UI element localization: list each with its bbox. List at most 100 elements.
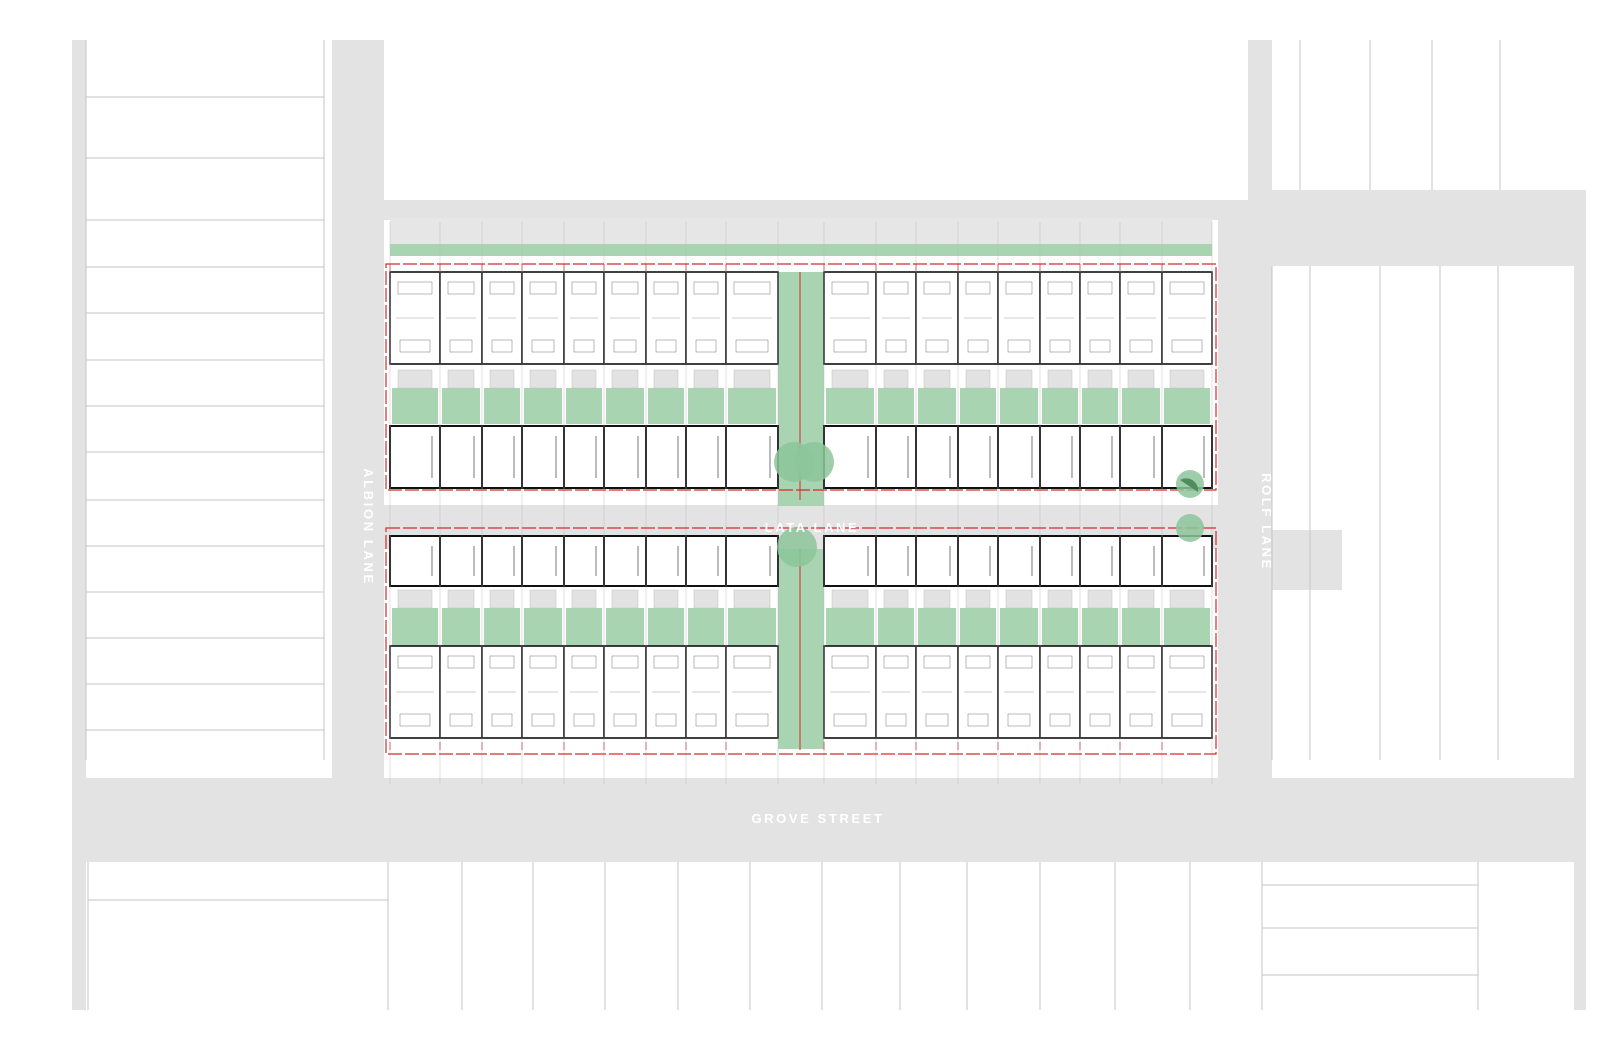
terrace: [883, 369, 909, 389]
courtyard-garden: [688, 608, 724, 646]
lane-studio: [915, 535, 959, 587]
terrace: [693, 369, 719, 389]
courtyard-garden: [524, 608, 562, 646]
courtyard-garden: [1082, 608, 1118, 646]
furniture: [449, 339, 473, 353]
terrace: [1127, 369, 1155, 389]
terrace: [923, 589, 951, 609]
furniture: [1127, 281, 1155, 295]
furniture: [1169, 655, 1205, 669]
furniture: [967, 713, 989, 727]
furniture: [923, 655, 951, 669]
lane-studio: [521, 535, 565, 587]
furniture: [447, 281, 475, 295]
terrace: [397, 369, 433, 389]
lane-studio: [725, 535, 779, 587]
furniture: [923, 281, 951, 295]
furniture: [833, 713, 867, 727]
courtyard-garden: [728, 608, 776, 646]
terrace: [1047, 369, 1073, 389]
furniture: [885, 713, 907, 727]
courtyard-garden: [392, 388, 438, 424]
furniture: [573, 713, 595, 727]
furniture: [1049, 339, 1071, 353]
lane-studio: [1161, 535, 1213, 587]
lane-studio: [603, 425, 647, 489]
courtyard-garden: [1042, 608, 1078, 646]
courtyard-garden: [566, 608, 602, 646]
furniture: [531, 339, 555, 353]
furniture: [1171, 339, 1203, 353]
tree: [1176, 514, 1204, 542]
terrace: [965, 369, 991, 389]
furniture: [965, 281, 991, 295]
terrace: [1005, 589, 1033, 609]
furniture: [653, 655, 679, 669]
courtyard-garden: [728, 388, 776, 424]
furniture: [397, 281, 433, 295]
street-labels: LATA LANE GROVE STREET ALBION LANE ROLF …: [361, 468, 1274, 826]
lane-studio: [481, 535, 523, 587]
furniture: [571, 281, 597, 295]
lane-studio: [685, 535, 727, 587]
terrace: [1169, 589, 1205, 609]
courtyard-garden: [1164, 608, 1210, 646]
terrace: [447, 589, 475, 609]
furniture: [1047, 655, 1073, 669]
furniture: [1087, 281, 1113, 295]
lane-studio: [823, 535, 877, 587]
furniture: [529, 281, 557, 295]
terrace: [529, 369, 557, 389]
furniture: [573, 339, 595, 353]
furniture: [1171, 713, 1203, 727]
terrace: [1127, 589, 1155, 609]
furniture: [1005, 655, 1033, 669]
courtyard-garden: [606, 608, 644, 646]
furniture: [693, 655, 719, 669]
lane-studio: [645, 425, 687, 489]
courtyard-garden: [1042, 388, 1078, 424]
courtyard-garden: [484, 608, 520, 646]
furniture: [399, 713, 431, 727]
terrace: [733, 589, 771, 609]
road-east-edge: [1574, 190, 1586, 1010]
courtyard-garden: [688, 388, 724, 424]
furniture: [489, 281, 515, 295]
road-north-band: [332, 200, 1272, 220]
courtyard-garden: [826, 388, 874, 424]
terrace: [1169, 369, 1205, 389]
courtyard-garden: [648, 608, 684, 646]
road-north-east: [1272, 190, 1586, 266]
road-grove-street: [72, 778, 1586, 862]
furniture: [1049, 713, 1071, 727]
lane-studio: [603, 535, 647, 587]
central-green-spine-south: [778, 549, 824, 749]
courtyard-garden: [1000, 608, 1038, 646]
furniture: [653, 281, 679, 295]
furniture: [447, 655, 475, 669]
furniture: [655, 339, 677, 353]
courtyard-garden: [918, 608, 956, 646]
furniture: [833, 339, 867, 353]
courtyard-garden: [878, 388, 914, 424]
furniture: [491, 713, 513, 727]
furniture: [733, 655, 771, 669]
furniture: [491, 339, 513, 353]
courtyard-garden: [1122, 608, 1160, 646]
furniture: [1007, 713, 1031, 727]
lane-studio: [439, 535, 483, 587]
courtyard-garden: [648, 388, 684, 424]
terrace: [611, 589, 639, 609]
courtyard-garden: [960, 608, 996, 646]
furniture: [613, 339, 637, 353]
furniture: [965, 655, 991, 669]
label-rolf-lane: ROLF LANE: [1259, 473, 1274, 571]
terrace: [1087, 369, 1113, 389]
furniture: [967, 339, 989, 353]
furniture: [1007, 339, 1031, 353]
lane-studio: [997, 425, 1041, 489]
furniture: [1089, 713, 1111, 727]
courtyard-garden: [878, 608, 914, 646]
furniture: [397, 655, 433, 669]
